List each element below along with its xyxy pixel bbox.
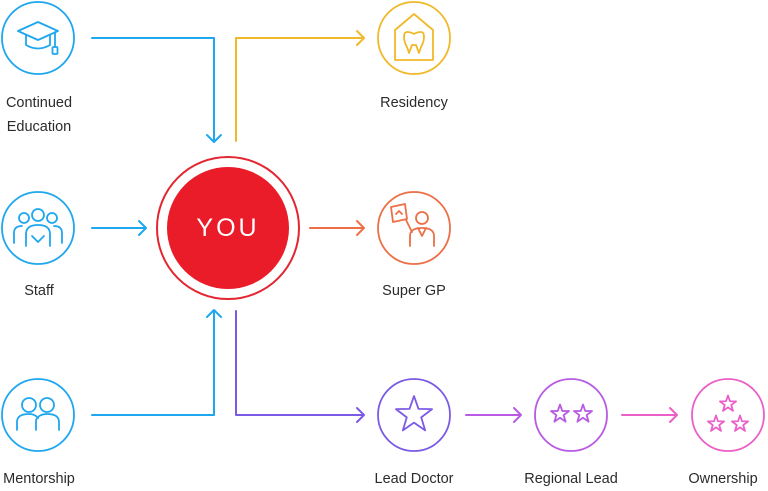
edge-mentorship-arrowhead bbox=[206, 309, 222, 318]
staff-node bbox=[1, 191, 75, 265]
edge-mentorship-to-you bbox=[91, 310, 215, 416]
residency-node bbox=[377, 1, 451, 75]
leaddoctor-node bbox=[377, 378, 451, 452]
edge-leaddoctor-arrowhead bbox=[356, 407, 365, 423]
two-stars-icon bbox=[550, 403, 593, 423]
edge-you-to-leaddoctor bbox=[235, 310, 364, 416]
label-staff: Staff bbox=[24, 283, 54, 299]
supergp-node bbox=[377, 191, 451, 265]
label-continued-education: Continued Education bbox=[0, 91, 78, 139]
label-mentorship: Mentorship bbox=[3, 471, 75, 487]
edge-you-to-residency bbox=[235, 37, 364, 142]
edge-regional-arrowhead bbox=[513, 407, 522, 423]
label-ownership: Ownership bbox=[688, 471, 758, 487]
edge-supergp-arrowhead bbox=[356, 220, 365, 236]
label-continued-education-line2: Education bbox=[6, 119, 72, 135]
edge-education-arrowhead bbox=[206, 134, 222, 143]
edge-staff-arrowhead bbox=[138, 220, 147, 236]
you-label: YOU bbox=[196, 213, 260, 242]
edge-education-to-you bbox=[91, 37, 215, 142]
group-icon bbox=[13, 208, 63, 247]
two-people-icon bbox=[16, 397, 60, 431]
ownership-node bbox=[691, 378, 765, 452]
edge-ownership-arrowhead bbox=[669, 407, 678, 423]
mentorship-node bbox=[1, 378, 75, 452]
label-residency: Residency bbox=[380, 95, 448, 111]
regionallead-node bbox=[534, 378, 608, 452]
education-node bbox=[1, 1, 75, 75]
presenter-icon bbox=[390, 203, 435, 247]
one-star-icon bbox=[394, 395, 434, 432]
label-regional-lead: Regional Lead bbox=[524, 471, 618, 487]
three-stars-icon bbox=[707, 394, 749, 432]
graduation-cap-icon bbox=[17, 21, 59, 55]
edge-residency-arrowhead bbox=[356, 30, 365, 46]
label-continued-education-line1: Continued bbox=[5, 95, 73, 111]
you-node bbox=[156, 156, 300, 300]
tooth-house-icon bbox=[394, 13, 434, 61]
label-lead-doctor: Lead Doctor bbox=[374, 471, 454, 487]
label-super-gp: Super GP bbox=[382, 283, 446, 299]
